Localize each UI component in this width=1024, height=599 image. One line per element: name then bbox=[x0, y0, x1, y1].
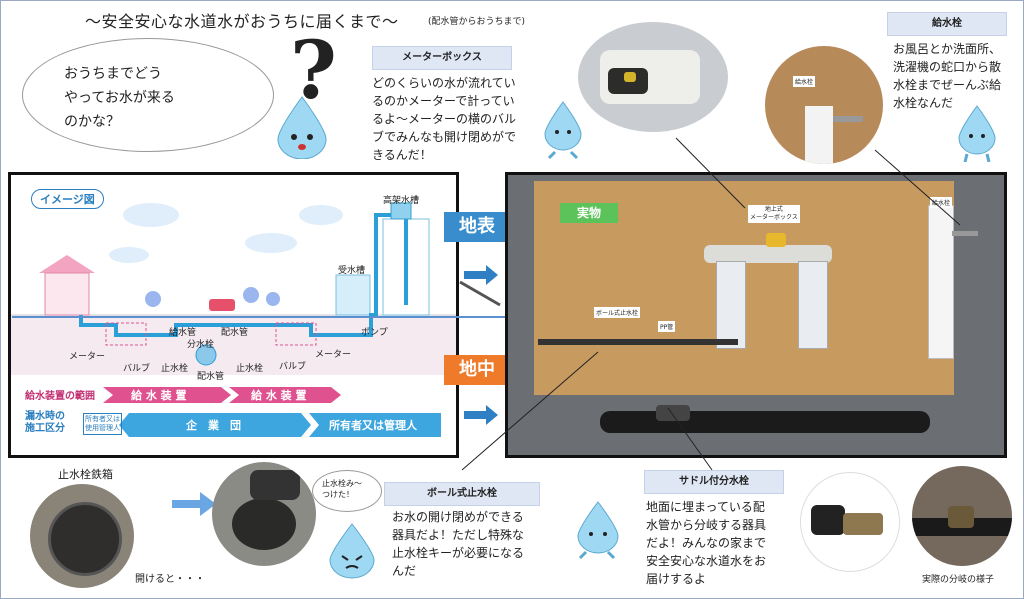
faucet-photo: 給水栓 bbox=[765, 46, 883, 164]
arrow-right-icon-3 bbox=[172, 492, 216, 516]
page-subtitle: (配水管からおうちまで) bbox=[428, 17, 526, 27]
saddle-valve bbox=[656, 405, 690, 421]
arrow-right-icon bbox=[464, 265, 498, 285]
label-branch-valve: 分水栓 bbox=[187, 340, 215, 350]
label-stop-valve-2: 止水栓 bbox=[236, 364, 264, 374]
row2-seg1: 企 業 団 bbox=[186, 419, 241, 432]
label-recv-tank: 受水槽 bbox=[338, 266, 366, 276]
found-text: 止水栓み～ つけた！ bbox=[322, 479, 362, 499]
water-drop-character-3 bbox=[958, 105, 996, 162]
faucet-photo-tag: 給水栓 bbox=[793, 76, 816, 87]
saddle-label: サドル付分水栓 bbox=[644, 470, 784, 494]
row2-sub: 所有者又は 使用管理人 bbox=[83, 413, 122, 435]
row1-seg1: 給 水 装 置 bbox=[131, 389, 187, 402]
stop-box-photo bbox=[30, 484, 134, 588]
question-text: おうちまでどう やってお水が来る のかな？ bbox=[64, 66, 175, 130]
row2-seg2: 所有者又は管理人 bbox=[329, 419, 417, 432]
label-water-pipe: 給水管 bbox=[169, 328, 197, 338]
label-valve-1: バルブ bbox=[123, 364, 151, 374]
water-drop-character bbox=[277, 96, 327, 159]
meter-box-top bbox=[704, 245, 832, 263]
row1-seg2: 給 水 装 置 bbox=[251, 389, 307, 402]
label-meter-1: メーター bbox=[69, 352, 106, 362]
pp-tag: PP管 bbox=[658, 321, 676, 332]
branch-photo bbox=[912, 466, 1012, 566]
saddle-caption: 実際の分岐の様子 bbox=[922, 575, 995, 585]
water-drop-character-2 bbox=[544, 101, 582, 160]
speech-bubble bbox=[22, 38, 274, 152]
label-stop-valve-1: 止水栓 bbox=[161, 364, 189, 374]
board-shelf bbox=[548, 351, 928, 367]
ground-line bbox=[12, 316, 997, 318]
saddle-photo bbox=[800, 472, 900, 572]
faucet-spout bbox=[952, 231, 978, 236]
arrow-right-icon-2 bbox=[464, 405, 498, 425]
faucet-desc: お風呂とか洗面所、 洗濯機の蛇口から散 水栓までぜーんぶ給 水栓なんだ bbox=[893, 42, 1002, 110]
stop-box-label: 止水栓鉄箱 bbox=[58, 468, 113, 481]
actual-photo-panel: 実物 地上式 メーターボックス 給水栓 ボール式止水栓 PP管 bbox=[505, 172, 1007, 458]
question-mark-icon: ? bbox=[290, 23, 337, 117]
open-text: 開けると・・・ bbox=[135, 574, 205, 585]
diagram-title: イメージ図 bbox=[31, 189, 104, 209]
saddle-desc: 地面に埋まっている配 水管から分岐する器具 だよ！みんなの家まで 安全安心な水道… bbox=[646, 500, 767, 586]
distribution-main-pipe bbox=[600, 411, 930, 433]
meter-tag: 地上式 メーターボックス bbox=[748, 205, 800, 223]
ball-valve-tag: ボール式止水栓 bbox=[594, 307, 641, 318]
label-high-tank: 高架水槽 bbox=[383, 196, 420, 206]
underground-tag: 地中 bbox=[444, 355, 510, 385]
row2-label: 漏水時の 施工区分 bbox=[25, 411, 65, 434]
label-distribution-pipe: 配水管 bbox=[221, 328, 249, 338]
surface-tag: 地表 bbox=[444, 212, 510, 242]
open-stop-box-photo bbox=[212, 462, 316, 566]
meter-box-label: メーターボックス bbox=[372, 46, 512, 70]
diagram-svg bbox=[11, 175, 456, 437]
ball-valve-desc: お水の開け閉めができる 器具だよ！ただし特殊な 止水栓キーが必要になる んだ bbox=[392, 510, 525, 578]
found-bubble bbox=[312, 470, 382, 512]
label-meter-2: メーター bbox=[315, 350, 352, 360]
label-pump: ポンプ bbox=[361, 328, 388, 338]
meter-column-left bbox=[716, 261, 746, 349]
actual-label: 実物 bbox=[560, 203, 618, 223]
label-main-pipe: 配水管 bbox=[197, 372, 225, 382]
pp-pipe bbox=[538, 339, 738, 345]
faucet-column bbox=[928, 205, 954, 359]
water-drop-character-4 bbox=[329, 523, 375, 579]
water-drop-character-5 bbox=[577, 501, 619, 560]
page-title: ～安全安心な水道水がおうちに届くまで～ bbox=[85, 12, 399, 31]
meter-box-desc: どのくらいの水が流れてい るのかメーターで計ってい るよ～メーターの横のバル ブ… bbox=[372, 76, 517, 162]
actual-faucet-tag: 給水栓 bbox=[930, 197, 953, 208]
meter-box-photo bbox=[578, 22, 728, 132]
meter-column-right bbox=[798, 261, 828, 349]
meter-yellow-cap bbox=[766, 233, 786, 247]
label-valve-2: バルブ bbox=[279, 362, 307, 372]
diagram-panel: イメージ図 高架水槽 受水槽 ポンプ メーター メーター バルブ バルブ 給水管… bbox=[8, 172, 459, 458]
faucet-label: 給水栓 bbox=[887, 12, 1007, 36]
row1-label: 給水装置の範囲 bbox=[25, 391, 95, 402]
ball-valve-label: ボール式止水栓 bbox=[384, 482, 540, 506]
